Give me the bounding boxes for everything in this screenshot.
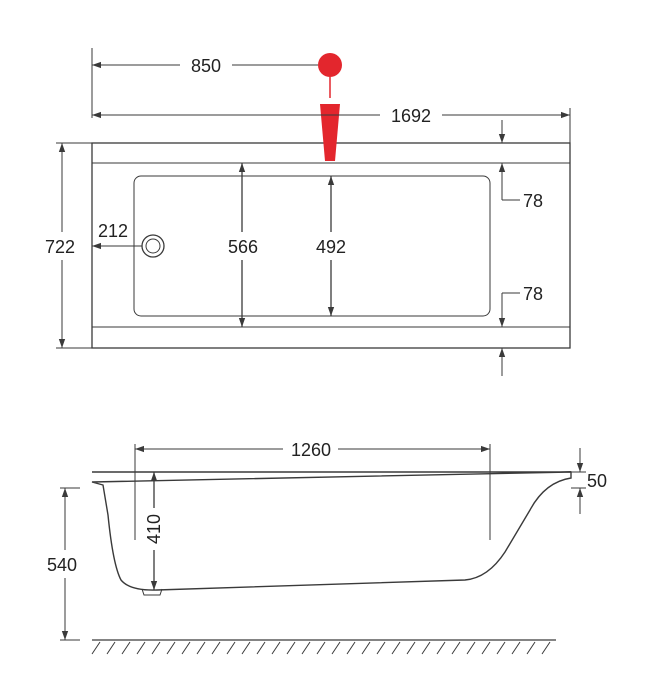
dim-label-1260: 1260 (291, 440, 331, 460)
tap-icon (318, 53, 342, 161)
floor-hatch-mark (331, 641, 341, 655)
tub-profile (91, 471, 572, 591)
floor-hatch-mark (136, 641, 146, 655)
dim-label-566: 566 (228, 237, 258, 257)
floor-hatch-mark (301, 641, 311, 655)
drain-icon (141, 234, 165, 258)
dim-label-410: 410 (144, 514, 164, 544)
floor-hatch-mark (511, 641, 521, 655)
floor-hatch-mark (421, 641, 431, 655)
floor-hatch-mark (106, 641, 116, 655)
dimension-1692: 1692 (92, 106, 571, 143)
floor-hatch-mark (256, 641, 266, 655)
floor-hatch-mark (91, 641, 101, 655)
floor-hatch-mark (376, 641, 386, 655)
floor-hatch-mark (241, 641, 251, 655)
floor-hatch-mark (151, 641, 161, 655)
dimension-540: 540 (47, 487, 80, 641)
floor-hatch-mark (196, 641, 206, 655)
dimension-78-bottom: 78 (498, 284, 543, 376)
dim-label-78-top: 78 (523, 191, 543, 211)
dimension-410: 410 (144, 472, 164, 590)
floor-hatch-mark (496, 641, 506, 655)
floor-hatch-mark (406, 641, 416, 655)
dim-label-492: 492 (316, 237, 346, 257)
dim-label-722: 722 (45, 237, 75, 257)
dim-label-212: 212 (98, 221, 128, 241)
dimension-212: 212 (92, 221, 142, 250)
floor-hatch-mark (166, 641, 176, 655)
floor-hatch-mark (391, 641, 401, 655)
floor-hatch-mark (271, 641, 281, 655)
floor-hatch-mark (181, 641, 191, 655)
dimension-850: 850 (91, 48, 318, 118)
floor-hatch-mark (121, 641, 131, 655)
top-view: 850 1692 722 212 566 (45, 48, 571, 376)
floor-hatch-mark (226, 641, 236, 655)
floor-hatch-mark (361, 641, 371, 655)
dim-label-78-bottom: 78 (523, 284, 543, 304)
floor-hatch-mark (211, 641, 221, 655)
dim-label-1692: 1692 (391, 106, 431, 126)
dim-label-850: 850 (191, 56, 221, 76)
floor-hatch-mark (481, 641, 491, 655)
floor-hatch-mark (286, 641, 296, 655)
floor-hatch-mark (316, 641, 326, 655)
waste-bump (141, 588, 163, 596)
floor-hatch-mark (451, 641, 461, 655)
tub-inner-basin (133, 175, 491, 317)
dim-label-540: 540 (47, 555, 77, 575)
floor-line (91, 639, 556, 655)
dim-label-50: 50 (587, 471, 607, 491)
dimension-1260: 1260 (134, 440, 491, 540)
dimension-492: 492 (316, 176, 346, 316)
side-view: 1260 410 540 50 (47, 440, 607, 655)
dimension-722: 722 (45, 142, 92, 349)
floor-hatch-mark (346, 641, 356, 655)
dimension-78-top: 78 (498, 120, 543, 211)
floor-hatch-mark (541, 641, 551, 655)
dimension-50: 50 (571, 448, 607, 514)
floor-hatch-mark (466, 641, 476, 655)
floor-hatch-mark (526, 641, 536, 655)
dimension-566: 566 (228, 163, 258, 327)
floor-hatch-mark (436, 641, 446, 655)
